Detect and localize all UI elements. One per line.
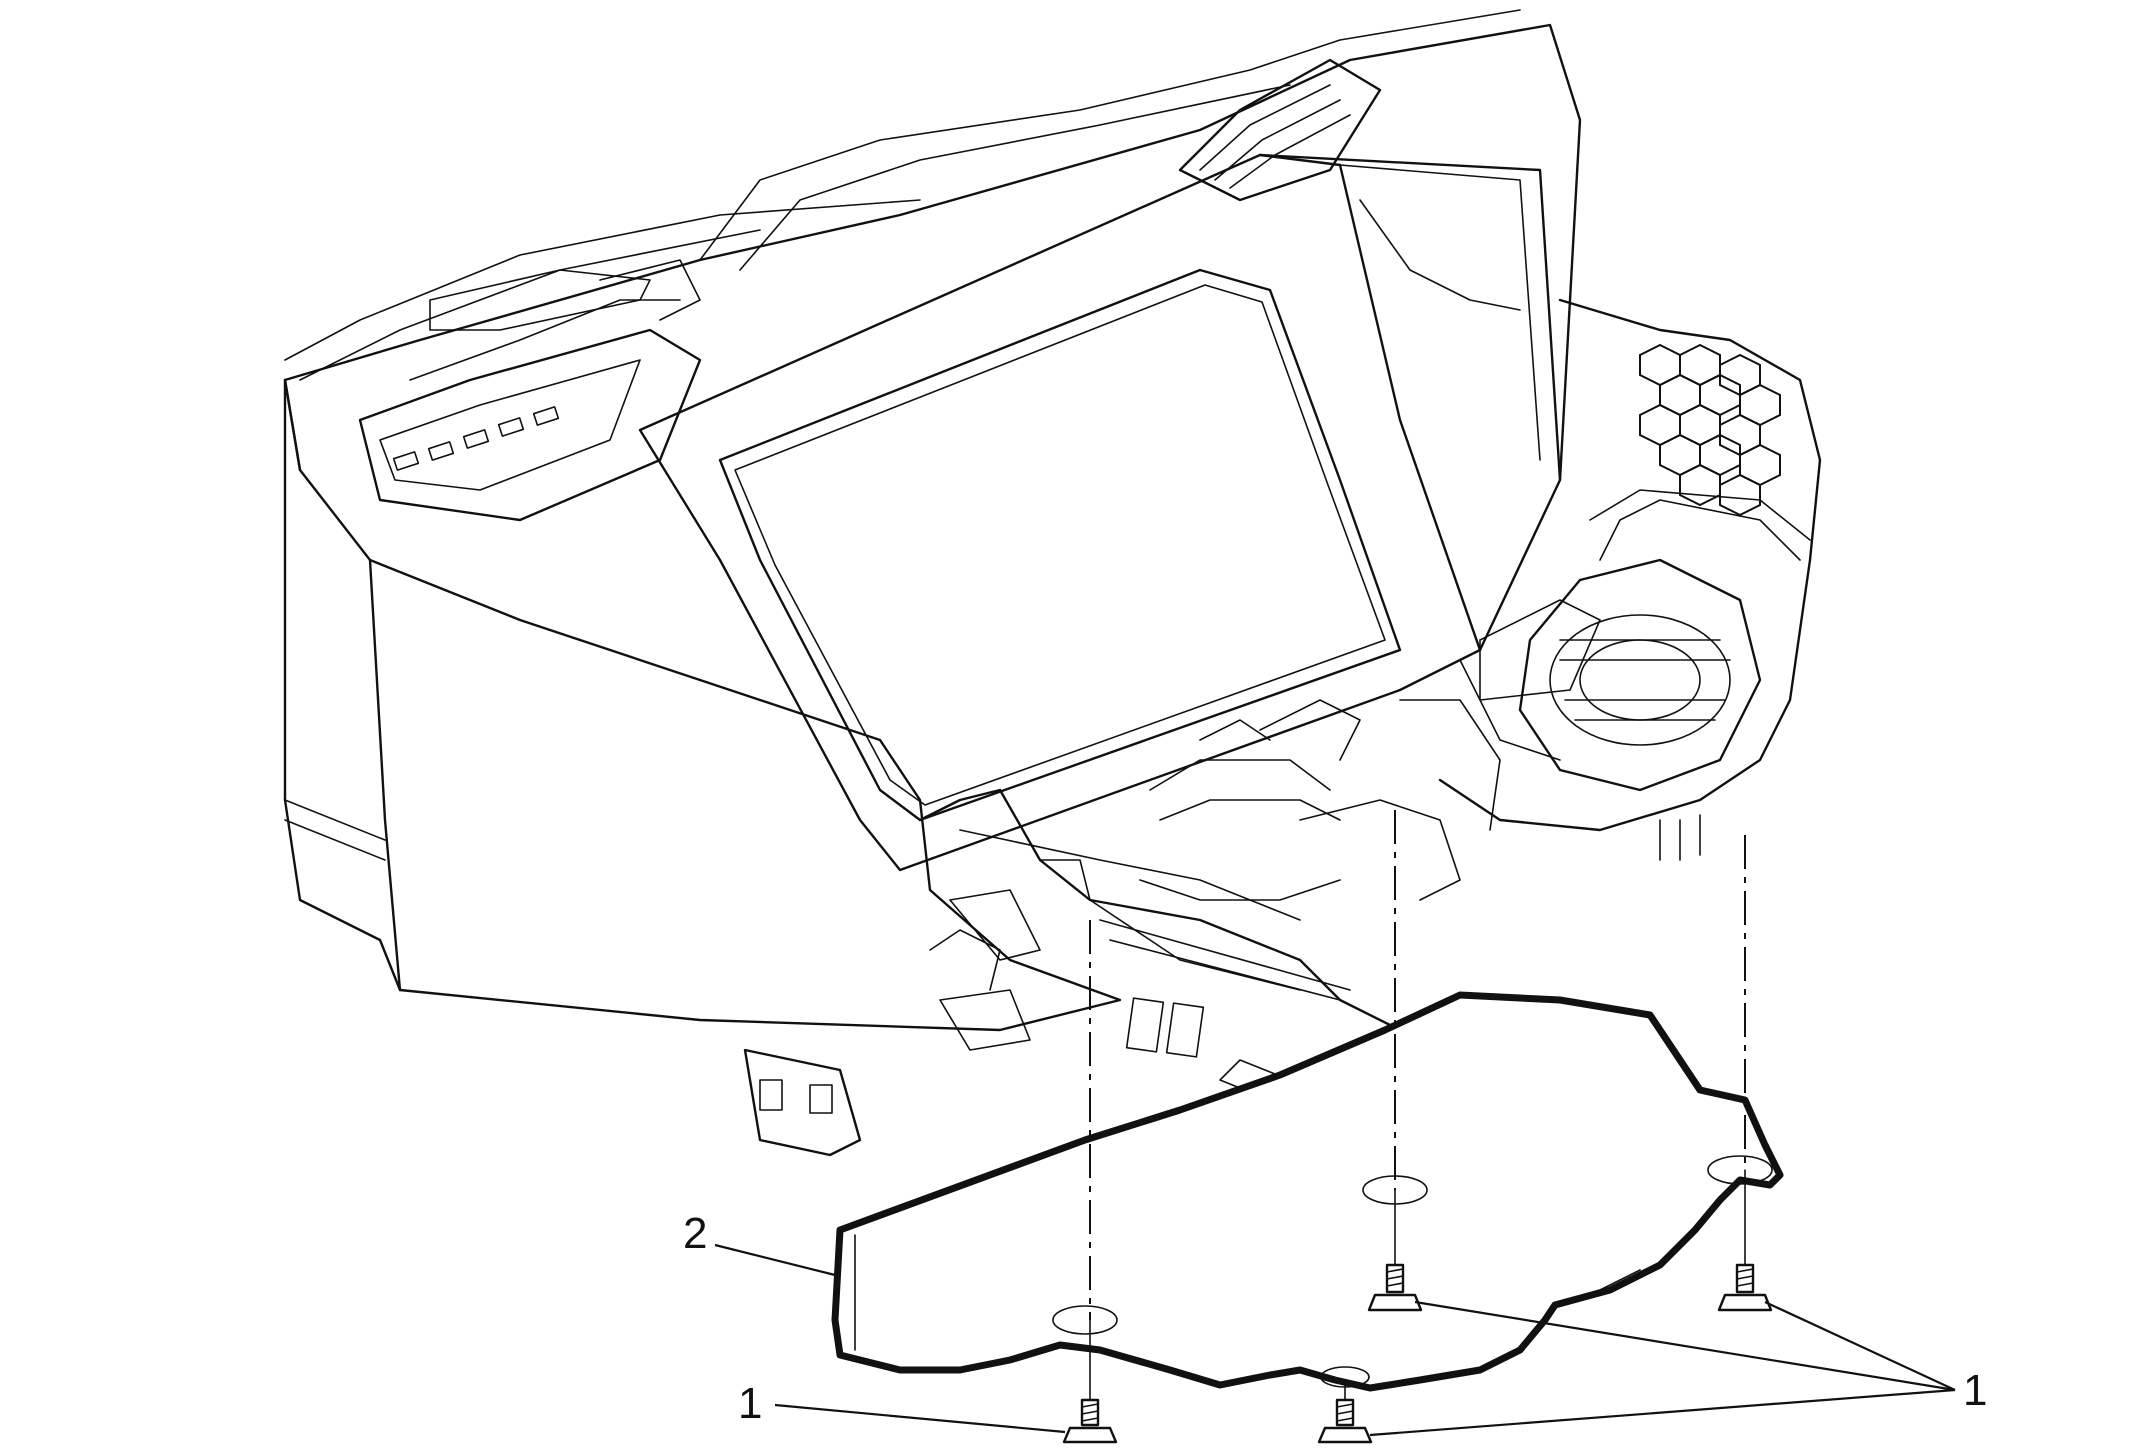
fastener-screw <box>1062 1398 1118 1444</box>
air-vent <box>1178 58 1382 202</box>
honeycomb-filter <box>1639 343 1781 517</box>
callout-label-panel: 2 <box>683 1209 707 1258</box>
hvac-blower-module <box>1438 298 1822 861</box>
callout-label-fasteners-right: 1 <box>1963 1366 1987 1415</box>
callout-label-fastener-left: 1 <box>738 1379 762 1428</box>
fastener-hole <box>1707 1155 1773 1185</box>
fastener-screw <box>1367 1263 1423 1312</box>
center-stack <box>358 259 702 522</box>
hvac-lower-housing <box>743 699 1501 1157</box>
lower-closeout-panel <box>831 991 1784 1392</box>
fastener-screw <box>1317 1398 1373 1444</box>
fastener-screw <box>1717 1263 1773 1312</box>
glove-box-door <box>638 153 1562 872</box>
fastener-hole <box>1052 1305 1118 1335</box>
alignment-lines <box>1089 810 1746 1401</box>
callout-leaders <box>714 1243 1956 1437</box>
instrument-panel <box>283 9 1582 1032</box>
